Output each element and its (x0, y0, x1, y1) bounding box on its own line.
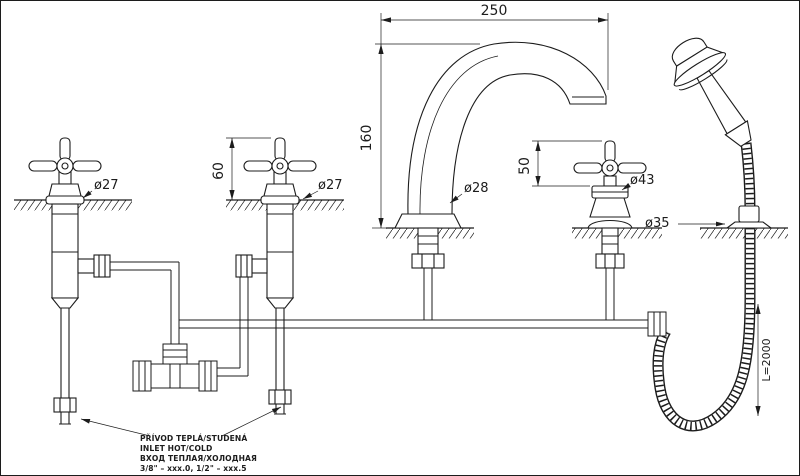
shower-hose (652, 142, 756, 432)
dia-holder-label: ø35 (645, 216, 670, 231)
spout (394, 41, 607, 269)
inlet-tail-pipe (60, 308, 70, 398)
hand-shower (671, 37, 752, 147)
inlet-note-cz: PŘÍVOD TEPLÁ/STUDENÁ (140, 434, 247, 443)
shower-face (673, 52, 727, 87)
inlet-note: PŘÍVOD TEPLÁ/STUDENÁ INLET HOT/COLD ВХОД… (80, 406, 282, 473)
dimension-labels: 250 160 60 50 ø27 ø27 ø28 ø43 ø35 L=2000 (94, 3, 773, 382)
holder-escutcheon (725, 221, 773, 229)
cross-handle (243, 137, 317, 185)
diverter-valve (573, 140, 647, 269)
hose-connector-nut (647, 311, 667, 337)
dia-left-valve-label: ø27 (94, 178, 119, 193)
holder-collar (738, 205, 760, 223)
outlet-stub (251, 258, 268, 274)
dimensions (82, 13, 761, 416)
hot-outlet-pipe (110, 261, 180, 344)
valve-body (266, 203, 294, 299)
pipework (110, 261, 652, 392)
inlet-note-leaders (80, 406, 282, 437)
supply-tee (132, 343, 218, 392)
outlet-nut (235, 254, 253, 278)
valve-trim-ring (260, 195, 300, 205)
inlet-fitting (53, 397, 77, 413)
valve-bonnet (48, 183, 82, 197)
shower-holder (725, 205, 773, 229)
distribution-pipe (179, 319, 652, 329)
shower-face-rim (678, 59, 728, 91)
inlet-note-en: INLET HOT/COLD (140, 444, 212, 453)
cold-outlet-pipe (217, 277, 249, 377)
inlet-tail-pipe (275, 308, 285, 390)
dim-60-line (226, 137, 271, 200)
inlet-note-sizes: 3/8" – xxx.0, 1/2" – xxx.5 (140, 464, 247, 473)
middle-valve (235, 137, 317, 415)
diverter-riser-pipe (605, 268, 615, 320)
cross-handle (573, 140, 647, 187)
spout-curve (407, 41, 607, 215)
shower-head-cap (671, 37, 708, 67)
hose-cone-nut (724, 120, 752, 147)
valve-bonnet (263, 183, 297, 197)
dim-60-label: 60 (211, 162, 227, 180)
outlet-nut (93, 254, 111, 278)
diverter-mount-nut (595, 253, 625, 269)
cross-handle (28, 137, 102, 185)
spout-mount-nut (411, 253, 445, 269)
inlet-fitting (268, 389, 292, 405)
dim-160-label: 160 (359, 125, 375, 152)
dia-middle-valve-label: ø27 (318, 178, 343, 193)
spout-riser-pipe (423, 268, 433, 320)
valve-body (51, 203, 79, 299)
spout-shank (417, 227, 439, 255)
outlet-stub (77, 258, 95, 274)
diverter-escutcheon (587, 219, 633, 229)
dim-50-label: 50 (517, 157, 533, 175)
dia-spout-label: ø28 (464, 181, 489, 196)
inlet-note-ru: ВХОД ТЕПЛАЯ/ХОЛОДНАЯ (140, 454, 257, 463)
valve-trim-ring (45, 195, 85, 205)
diverter-shank (601, 227, 619, 255)
dia-diverter-label: ø43 (630, 173, 655, 188)
left-valve (28, 137, 111, 425)
dim-250-label: 250 (481, 3, 508, 19)
diverter-body (589, 197, 631, 218)
spout-contour-line (419, 55, 499, 215)
hose-length-label: L=2000 (760, 338, 773, 381)
spout-escutcheon (394, 213, 462, 229)
